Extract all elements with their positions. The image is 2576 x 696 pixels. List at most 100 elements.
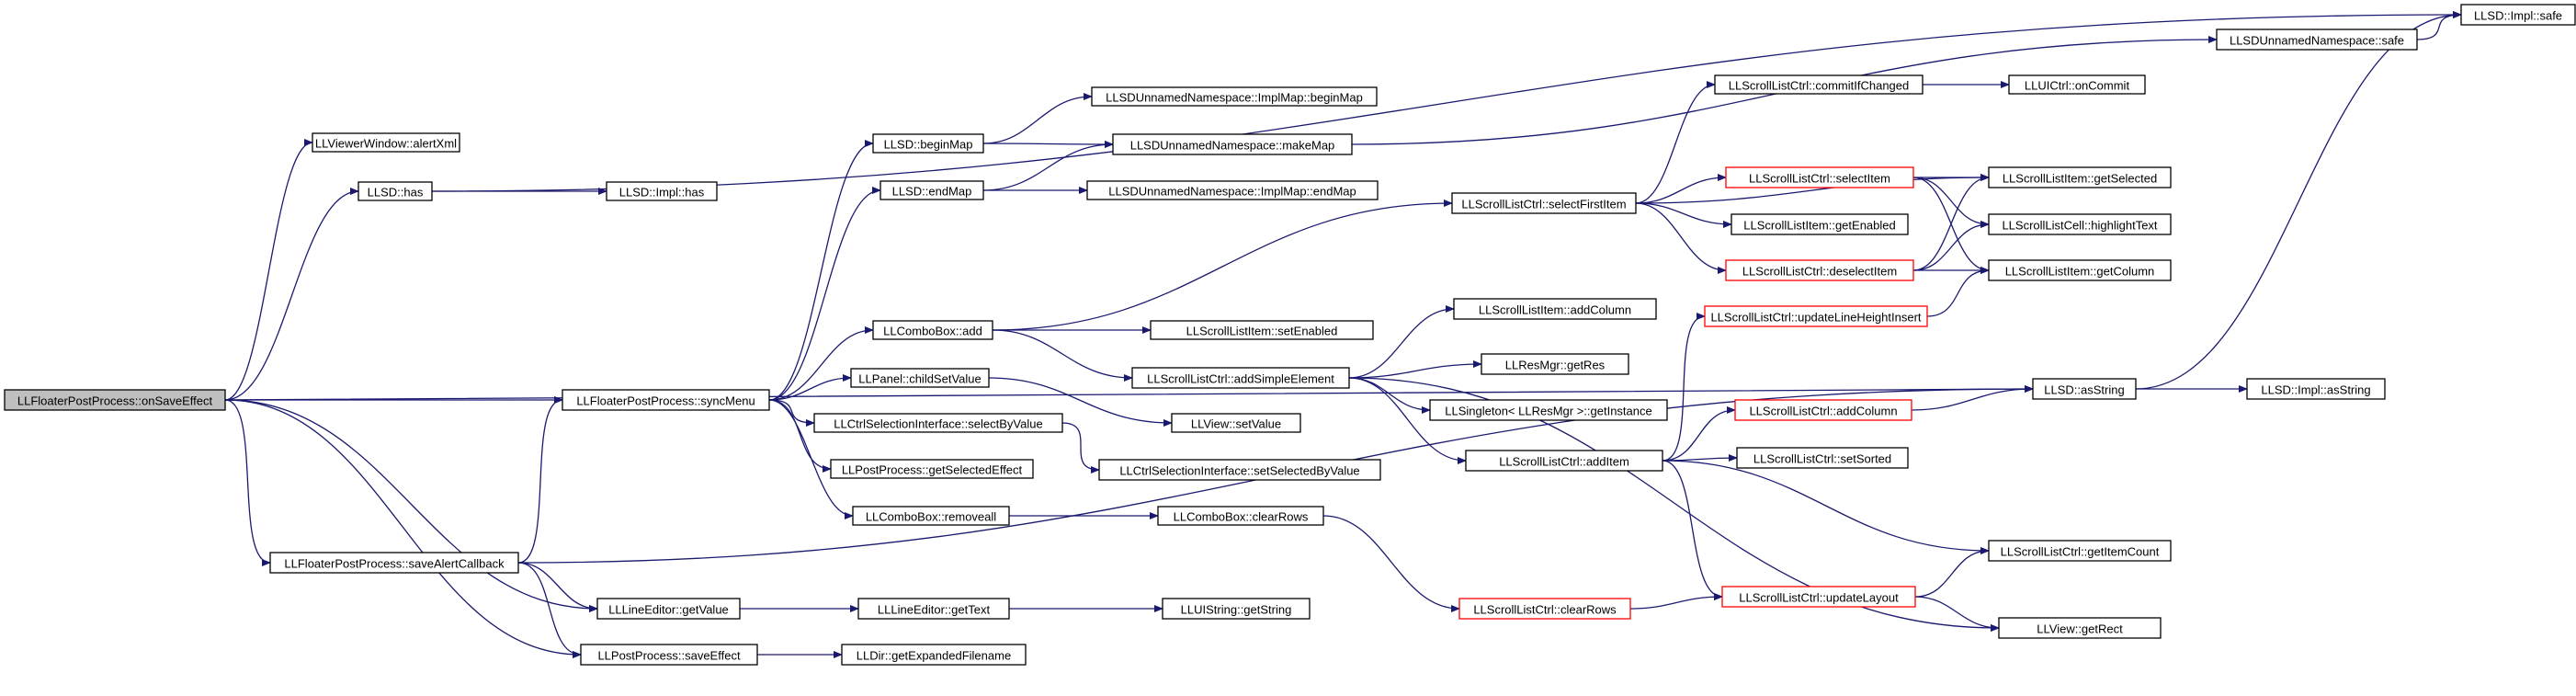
node-box xyxy=(1131,367,1350,389)
node-box xyxy=(4,389,226,411)
function-node-llscrolllistctrl-selectfirstitem[interactable]: LLScrollListCtrl::selectFirstItem xyxy=(1451,192,1637,214)
call-edge-llscrolllistctrl-additem-to-llscrolllistctrl-updatelineheightinsert xyxy=(1662,313,1706,462)
function-node-llscrolllistctrl-deselectitem[interactable]: LLScrollListCtrl::deselectItem xyxy=(1725,259,1914,281)
node-label: LLScrollListCtrl::setSorted xyxy=(1753,452,1891,466)
function-node-llscrolllistctrl-getitemcount[interactable]: LLScrollListCtrl::getItemCount xyxy=(1988,540,2172,562)
function-node-llpostprocess-saveeffect[interactable]: LLPostProcess::saveEffect xyxy=(580,644,758,666)
function-node-llscrolllistctrl-updatelayout[interactable]: LLScrollListCtrl::updateLayout xyxy=(1721,586,1916,608)
function-node-llsdunnamednamespace-implmap-beginmap[interactable]: LLSDUnnamedNamespace::ImplMap::beginMap xyxy=(1091,86,1378,107)
function-node-llscrolllistcell-highlighttext[interactable]: LLScrollListCell::highlightText xyxy=(1988,213,2172,235)
function-node-llscrolllistitem-addcolumn[interactable]: LLScrollListItem::addColumn xyxy=(1453,298,1657,320)
function-node-llpanel-childsetvalue[interactable]: LLPanel::childSetValue xyxy=(850,368,990,388)
call-edge-llscrolllistctrl-addsimpleelement-to-llresmgr-getres xyxy=(1348,360,1482,379)
node-box xyxy=(830,459,1034,479)
node-box xyxy=(1988,259,2172,281)
node-label: LLSD::beginMap xyxy=(884,138,973,152)
function-node-llsdunnamednamespace-implmap-endmap[interactable]: LLSDUnnamedNamespace::ImplMap::endMap xyxy=(1086,180,1379,200)
node-box xyxy=(1162,598,1311,620)
function-node-llviewerwindow-alertxml[interactable]: LLViewerWindow::alertXml xyxy=(312,132,460,153)
node-label: LLSD::endMap xyxy=(892,185,972,199)
call-edge-llcombobox-clearrows-to-llscrolllistctrl-clearrows xyxy=(1322,515,1460,612)
function-node-lllineeditor-getvalue[interactable]: LLLineEditor::getValue xyxy=(596,598,741,620)
function-node-llscrolllistitem-getenabled[interactable]: LLScrollListItem::getEnabled xyxy=(1731,213,1909,235)
function-node-llscrolllistctrl-clearrows[interactable]: LLScrollListCtrl::clearRows xyxy=(1458,598,1631,620)
node-box xyxy=(857,598,1010,620)
function-node-llscrolllistitem-getcolumn[interactable]: LLScrollListItem::getColumn xyxy=(1988,259,2172,281)
node-box xyxy=(2246,378,2386,400)
node-box xyxy=(852,506,1010,526)
call-edge-llfloaterpostprocess-syncmenu-to-llcombobox-removeall xyxy=(768,399,854,519)
function-node-lluictrl-oncommit[interactable]: LLUICtrl::onCommit xyxy=(2008,74,2146,95)
function-node-llview-getrect[interactable]: LLView::getRect xyxy=(1998,617,2162,639)
function-node-llfloaterpostprocess-savealertcallback[interactable]: LLFloaterPostProcess::saveAlertCallback xyxy=(269,552,519,574)
node-box xyxy=(1988,166,2172,188)
function-node-llsingleton-llresmgr-getinstance[interactable]: LLSingleton< LLResMgr >::getInstance xyxy=(1429,399,1668,421)
function-node-llscrolllistctrl-updatelineheightinsert[interactable]: LLScrollListCtrl::updateLineHeightInsert xyxy=(1704,305,1928,327)
function-node-llcombobox-add[interactable]: LLComboBox::add xyxy=(872,320,993,340)
function-node-llsd-impl-safe[interactable]: LLSD::Impl::safe xyxy=(2460,4,2576,26)
function-node-llscrolllistitem-setenabled[interactable]: LLScrollListItem::setEnabled xyxy=(1150,320,1374,340)
function-node-llresmgr-getres[interactable]: LLResMgr::getRes xyxy=(1481,353,1629,375)
function-node-llcombobox-clearrows[interactable]: LLComboBox::clearRows xyxy=(1157,506,1324,526)
node-label: LLSD::Impl::safe xyxy=(2474,9,2562,23)
function-node-llsd-asstring[interactable]: LLSD::asString xyxy=(2032,378,2137,400)
call-edge-llscrolllistctrl-updatelayout-to-llview-getrect xyxy=(1914,596,2000,632)
function-node-llsd-has[interactable]: LLSD::has xyxy=(357,181,433,201)
node-box xyxy=(1086,180,1379,200)
function-node-llscrolllistctrl-addcolumn[interactable]: LLScrollListCtrl::addColumn xyxy=(1734,399,1912,421)
function-node-llsdunnamednamespace-safe[interactable]: LLSDUnnamedNamespace::safe xyxy=(2216,29,2418,51)
function-node-llsd-impl-has[interactable]: LLSD::Impl::has xyxy=(606,181,718,201)
function-node-llscrolllistctrl-selectitem[interactable]: LLScrollListCtrl::selectItem xyxy=(1725,166,1914,188)
node-label: LLSDUnnamedNamespace::makeMap xyxy=(1130,139,1335,153)
function-node-llctrlselectioninterface-setselectedbyvalue[interactable]: LLCtrlSelectionInterface::setSelectedByV… xyxy=(1098,459,1381,481)
call-edge-llscrolllistctrl-deselectitem-to-llscrolllistcell-highlighttext xyxy=(1912,221,1990,271)
function-node-llfloaterpostprocess-onsaveeffect[interactable]: LLFloaterPostProcess::onSaveEffect xyxy=(4,389,226,411)
node-box xyxy=(580,644,758,666)
call-edge-llsd-beginmap-to-llsdunnamednamespace-makemap xyxy=(982,140,1114,148)
node-box xyxy=(596,598,741,620)
function-node-lllineeditor-gettext[interactable]: LLLineEditor::getText xyxy=(857,598,1010,620)
function-node-llscrolllistctrl-commitifchanged[interactable]: LLScrollListCtrl::commitIfChanged xyxy=(1714,74,1923,95)
node-box xyxy=(357,181,433,201)
function-node-lldir-getexpandedfilename[interactable]: LLDir::getExpandedFilename xyxy=(841,644,1027,666)
function-node-llctrlselectioninterface-selectbyvalue[interactable]: LLCtrlSelectionInterface::selectByValue xyxy=(813,413,1063,433)
function-node-llscrolllistitem-getselected[interactable]: LLScrollListItem::getSelected xyxy=(1988,166,2172,188)
function-node-llsd-endmap[interactable]: LLSD::endMap xyxy=(879,180,984,200)
node-label: LLSDUnnamedNamespace::safe xyxy=(2230,34,2404,48)
function-node-llsd-beginmap[interactable]: LLSD::beginMap xyxy=(872,133,984,154)
call-edge-llscrolllistctrl-selectfirstitem-to-llscrolllistitem-getselected xyxy=(1635,174,1990,204)
function-node-llfloaterpostprocess-syncmenu[interactable]: LLFloaterPostProcess::syncMenu xyxy=(562,389,770,411)
function-node-llscrolllistctrl-addsimpleelement[interactable]: LLScrollListCtrl::addSimpleElement xyxy=(1131,367,1350,389)
node-label: LLCtrlSelectionInterface::selectByValue xyxy=(834,417,1042,431)
node-label: LLSD::Impl::asString xyxy=(2261,383,2370,397)
function-node-llpostprocess-getselectedeffect[interactable]: LLPostProcess::getSelectedEffect xyxy=(830,459,1034,479)
node-box xyxy=(2032,378,2137,400)
node-label: LLScrollListCtrl::updateLineHeightInsert xyxy=(1710,311,1921,325)
node-box xyxy=(2216,29,2418,51)
call-edge-llcombobox-add-to-llscrolllistctrl-addsimpleelement xyxy=(992,329,1133,382)
call-edge-llscrolllistctrl-selectfirstitem-to-llscrolllistctrl-deselectitem xyxy=(1635,202,1727,274)
node-box xyxy=(1150,320,1374,340)
node-label: LLPostProcess::saveEffect xyxy=(597,649,741,663)
node-label: LLScrollListCtrl::addColumn xyxy=(1749,405,1897,418)
node-label: LLScrollListCtrl::commitIfChanged xyxy=(1729,79,1910,93)
node-label: LLPostProcess::getSelectedEffect xyxy=(842,463,1023,477)
function-node-llsd-impl-asstring[interactable]: LLSD::Impl::asString xyxy=(2246,378,2386,400)
call-edge-llsd-asstring-to-llsd-impl-safe xyxy=(2135,11,2462,390)
function-node-llscrolllistctrl-setsorted[interactable]: LLScrollListCtrl::setSorted xyxy=(1736,447,1909,469)
call-edge-llscrolllistctrl-additem-to-llscrolllistctrl-addcolumn xyxy=(1662,406,1736,462)
call-edge-llfloaterpostprocess-savealertcallback-to-llfloaterpostprocess-syncmenu xyxy=(517,396,563,564)
call-edge-llscrolllistctrl-selectfirstitem-to-llscrolllistitem-getenabled xyxy=(1635,202,1732,228)
node-label: LLUICtrl::onCommit xyxy=(2025,79,2130,93)
function-node-llcombobox-removeall[interactable]: LLComboBox::removeall xyxy=(852,506,1010,526)
function-node-llscrolllistctrl-additem[interactable]: LLScrollListCtrl::addItem xyxy=(1465,450,1663,472)
node-label: LLSDUnnamedNamespace::ImplMap::beginMap xyxy=(1106,91,1363,105)
node-label: LLFloaterPostProcess::syncMenu xyxy=(576,394,755,408)
function-node-lluistring-getstring[interactable]: LLUIString::getString xyxy=(1162,598,1311,620)
call-edge-llfloaterpostprocess-onsaveeffect-to-llviewerwindow-alertxml xyxy=(224,139,313,401)
function-node-llsdunnamednamespace-makemap[interactable]: LLSDUnnamedNamespace::makeMap xyxy=(1112,133,1353,155)
node-label: LLScrollListCtrl::addItem xyxy=(1499,455,1629,469)
function-node-llview-setvalue[interactable]: LLView::setValue xyxy=(1171,413,1301,433)
call-edge-llctrlselectioninterface-selectbyvalue-to-llctrlselectioninterface-setselectedbyvalue xyxy=(1061,422,1100,474)
node-box xyxy=(813,413,1063,433)
